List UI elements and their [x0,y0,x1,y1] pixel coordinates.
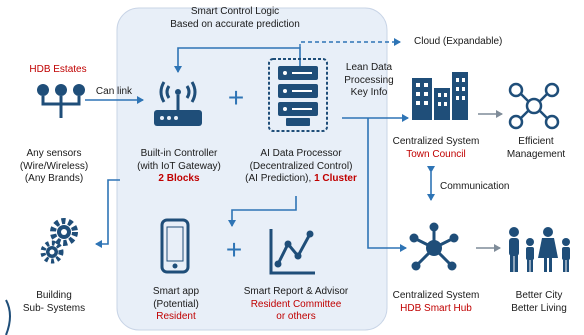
family-icon [504,224,576,274]
cloud-label: Cloud (Expandable) [414,36,503,47]
sensors-label: Any sensors (Wire/Wireless) (Any Brands) [19,148,89,184]
smart-hub-label: Centralized System HDB Smart Hub [392,290,480,314]
controller-building-arrow [95,179,120,248]
gear-icon [38,216,82,266]
left-curve [5,299,11,335]
cloud-dashed-arrow [299,38,401,48]
lean-data-label: Lean Data Processing Key Info [344,62,394,98]
server-icon [268,58,328,132]
smart-control-logic-label: Smart Control Logic Based on accurate pr… [170,6,300,30]
better-city-label: Better City Better Living [511,290,567,314]
smart-report-label: Smart Report & Advisor Resident Committe… [243,286,349,322]
hdb-estates-label: HDB Estates [29,64,87,75]
central-panel [116,7,388,331]
hub-network-icon [408,222,460,274]
can-link-label: Can link [95,86,133,97]
processor-report-arrow [228,196,297,227]
town-council-label: Centralized System Town Council [392,136,480,160]
smart-app-label: Smart app (Potential) Resident [152,286,200,322]
controller-label: Built-in Controller (with IoT Gateway) 2… [137,148,221,184]
building-subsystems-label: Building Sub- Systems [22,290,86,314]
communication-label: Communication [440,181,510,192]
smartphone-icon [160,218,190,274]
router-icon [150,72,206,130]
sensor-network-icon [36,80,86,120]
buildings-icon [410,70,470,120]
processor-label: AI Data Processor (Decentralized Control… [245,148,357,184]
people-network-icon [506,78,562,134]
processor-hub-arrow [367,118,407,252]
plus-sign-bottom: + [225,234,243,265]
line-chart-icon [268,226,318,276]
plus-sign-top: + [227,82,245,113]
efficient-management-label: Efficient Management [506,136,566,160]
